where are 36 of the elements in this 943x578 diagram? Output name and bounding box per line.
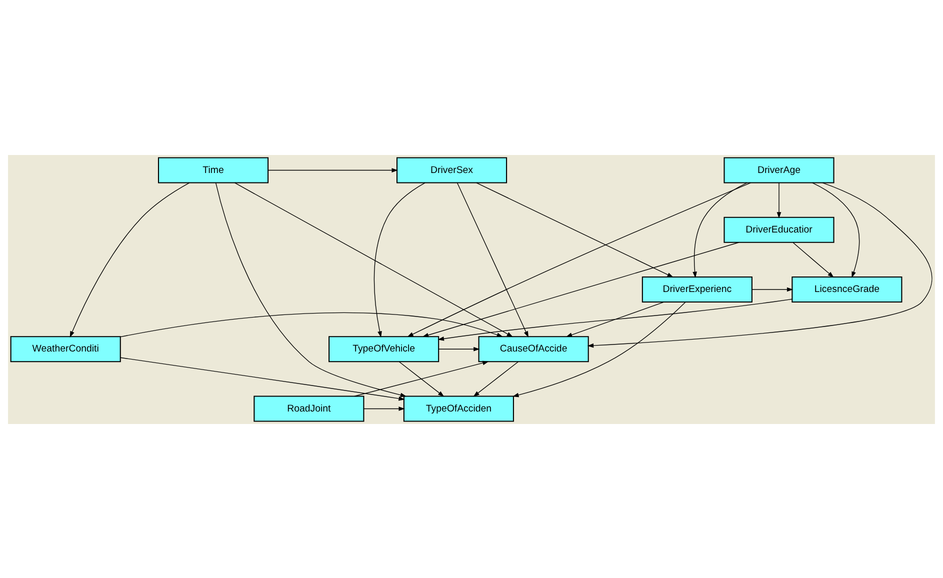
arrow bbox=[407, 182, 752, 336]
arrow bbox=[692, 182, 748, 278]
arrow bbox=[456, 182, 529, 338]
arrow bbox=[268, 168, 398, 172]
arrow bbox=[422, 242, 740, 337]
node-box: DriverSex bbox=[396, 156, 508, 183]
arrow bbox=[120, 312, 504, 337]
arrow bbox=[398, 360, 444, 396]
arrow bbox=[234, 182, 514, 337]
arrow bbox=[512, 301, 686, 397]
arrow bbox=[438, 298, 792, 340]
node-box: LicesnceGrade bbox=[792, 276, 902, 302]
node-box: RoadJoint bbox=[254, 395, 364, 422]
arrow bbox=[812, 182, 860, 278]
arrow bbox=[374, 182, 426, 338]
node-box: TypeOfAcciden bbox=[403, 395, 514, 422]
node-box: WeatherConditi bbox=[10, 336, 121, 362]
arrow bbox=[776, 182, 782, 218]
arrow bbox=[215, 182, 407, 397]
arrow bbox=[438, 346, 480, 351]
node-box: TypeOfVehicle bbox=[328, 336, 440, 362]
arrow bbox=[70, 182, 190, 338]
arrow bbox=[752, 286, 794, 292]
node-box: CauseOfAccide bbox=[478, 336, 589, 362]
arrow bbox=[792, 242, 834, 278]
arrow bbox=[566, 301, 664, 336]
arrow bbox=[473, 360, 519, 396]
arrow bbox=[587, 182, 932, 348]
node-box: DriverEducatior bbox=[724, 216, 834, 242]
node-box: DriverAge bbox=[724, 156, 834, 183]
arrow bbox=[364, 406, 405, 410]
arrow bbox=[120, 356, 405, 400]
node-box: DriverExperienc bbox=[642, 276, 752, 302]
arrow bbox=[354, 360, 489, 396]
node-box: Time bbox=[158, 156, 269, 183]
arrow bbox=[476, 182, 674, 277]
